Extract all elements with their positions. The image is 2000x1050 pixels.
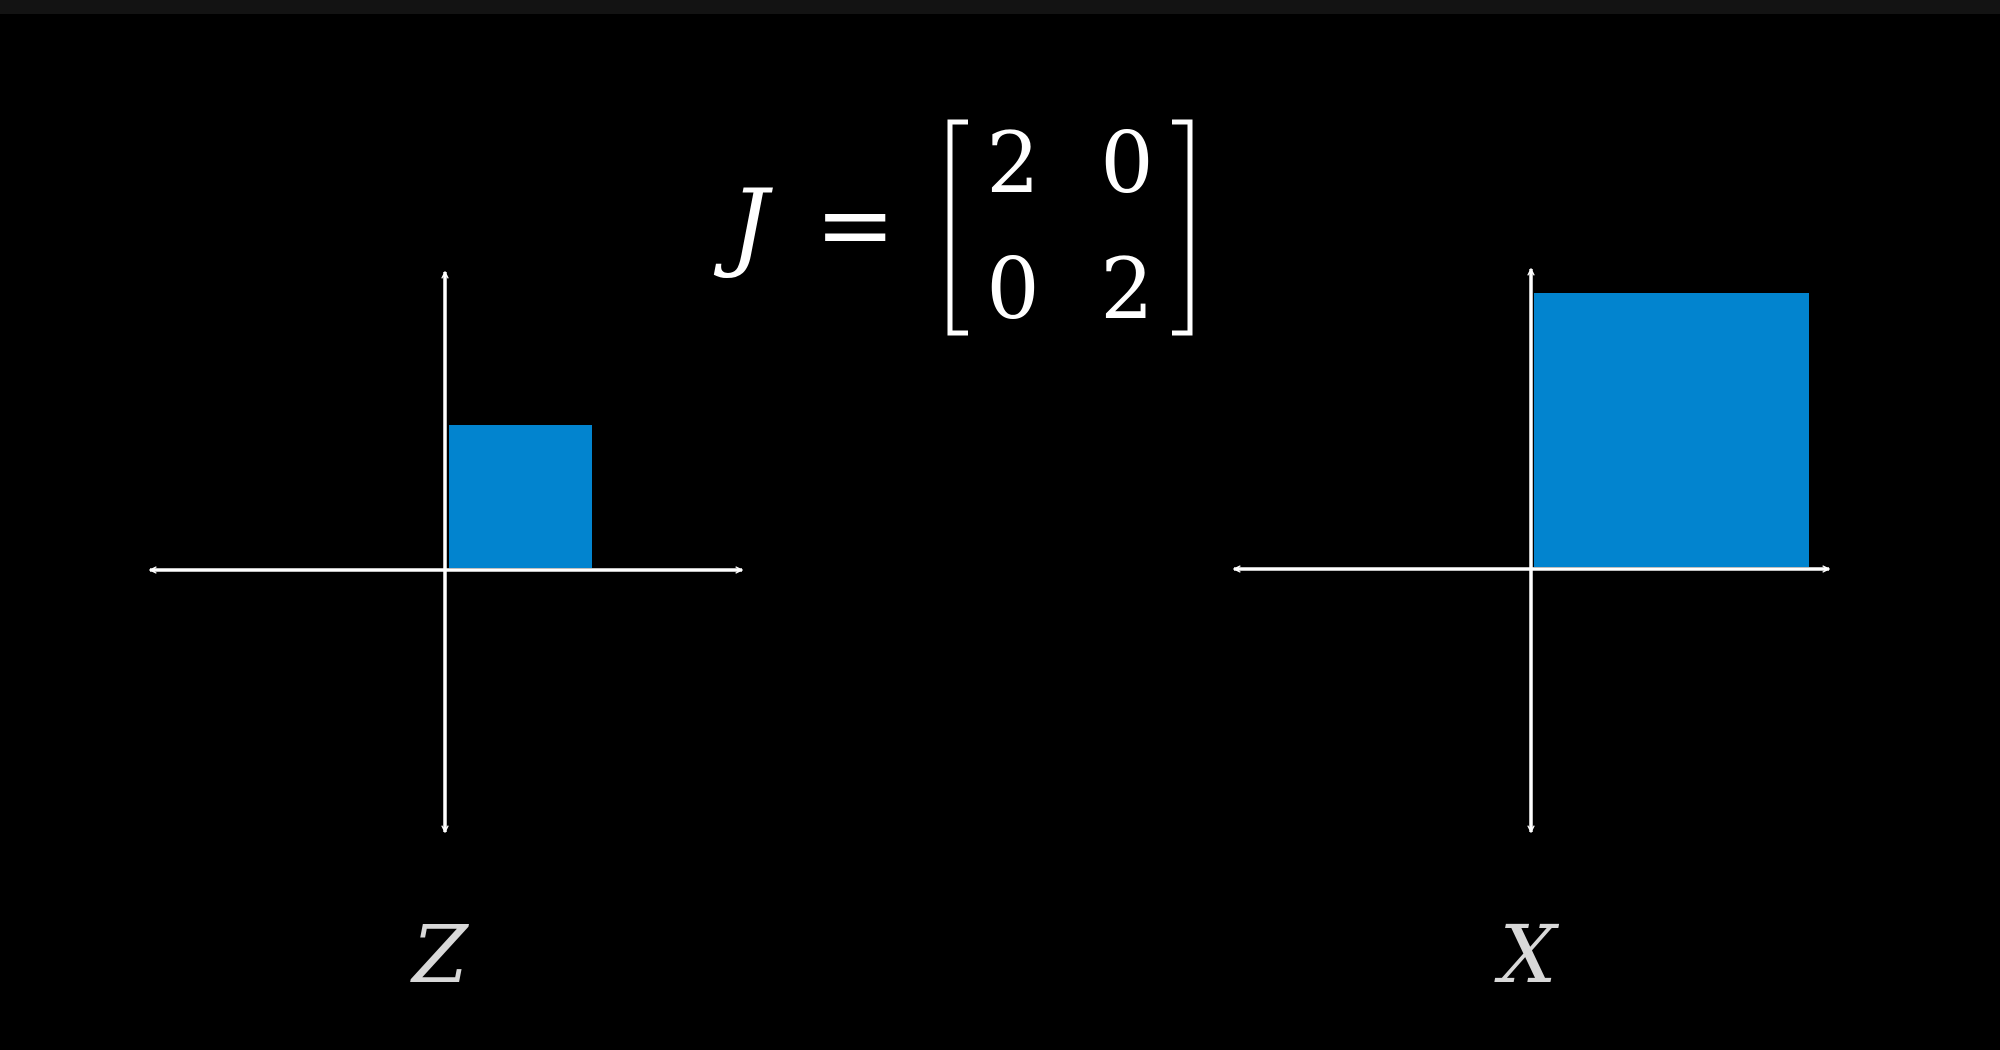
equals-sign: = (815, 169, 895, 281)
plot-label-x: X (1494, 908, 1560, 1001)
plot-label-z: Z (409, 908, 469, 1001)
matrix-entry-21: 0 (986, 240, 1039, 338)
plot-x: X (1234, 269, 1829, 1001)
matrix-entry-12: 0 (1100, 114, 1153, 212)
jacobian-equation: J = 2 0 0 2 (713, 114, 1193, 338)
right-bracket (1172, 119, 1193, 336)
scaled-square (1534, 293, 1809, 567)
video-top-bar (0, 0, 2000, 14)
left-bracket (947, 119, 968, 336)
jacobian-symbol: J (713, 169, 773, 281)
unit-square (449, 425, 592, 568)
plot-z: Z (150, 272, 742, 1001)
matrix-entry-22: 2 (1100, 240, 1153, 338)
matrix-entry-11: 2 (986, 114, 1039, 212)
